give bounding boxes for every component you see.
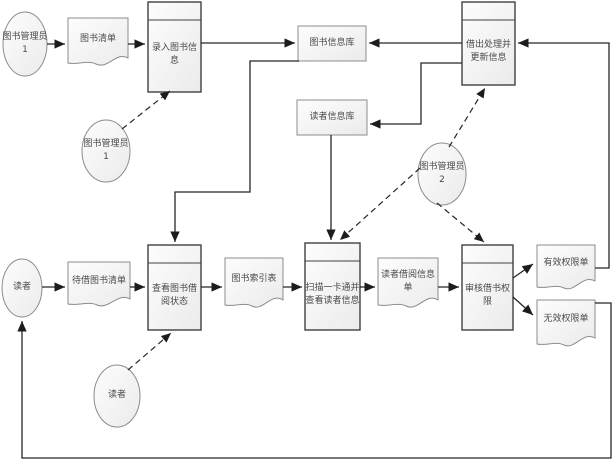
document-valid-permission <box>536 244 596 290</box>
arrow-review-to-valid <box>512 263 534 279</box>
process-check-borrow-status <box>147 244 202 331</box>
dashed-librarian1-to-enter <box>121 90 171 130</box>
process-review-borrow-permission <box>461 244 514 331</box>
arrow-checkout-to-readerdb <box>370 62 462 129</box>
process-scan-card-view-reader <box>304 242 361 331</box>
dashed-librarian2-to-scan <box>339 167 421 241</box>
arrow-review-to-invalid <box>512 296 534 316</box>
document-book-index-table <box>224 257 284 308</box>
actor-librarian1-top <box>2 11 48 77</box>
actor-reader-left <box>1 258 43 318</box>
actor-librarian2 <box>417 142 467 206</box>
arrow-valid-to-checkout <box>518 38 610 269</box>
arrow-invalid-to-reader <box>17 302 612 459</box>
actor-reader-bottom <box>93 364 141 428</box>
dashed-librarian2-to-checkout <box>448 87 486 148</box>
arrow-bookdb-to-checkstatus <box>170 60 299 242</box>
process-enter-book-info <box>147 1 202 93</box>
document-invalid-permission <box>536 299 596 347</box>
datastore-reader-info-db <box>296 99 368 136</box>
document-book-list <box>67 17 129 66</box>
actor-librarian1-mid <box>81 119 131 183</box>
dashed-librarian2-to-review <box>436 202 485 243</box>
datastore-book-info-db <box>297 25 367 62</box>
document-pending-borrow-list <box>67 261 131 307</box>
process-checkout-and-update <box>461 1 516 86</box>
dashed-reader-to-checkstatus <box>127 332 172 371</box>
document-reader-borrow-info <box>377 257 439 308</box>
